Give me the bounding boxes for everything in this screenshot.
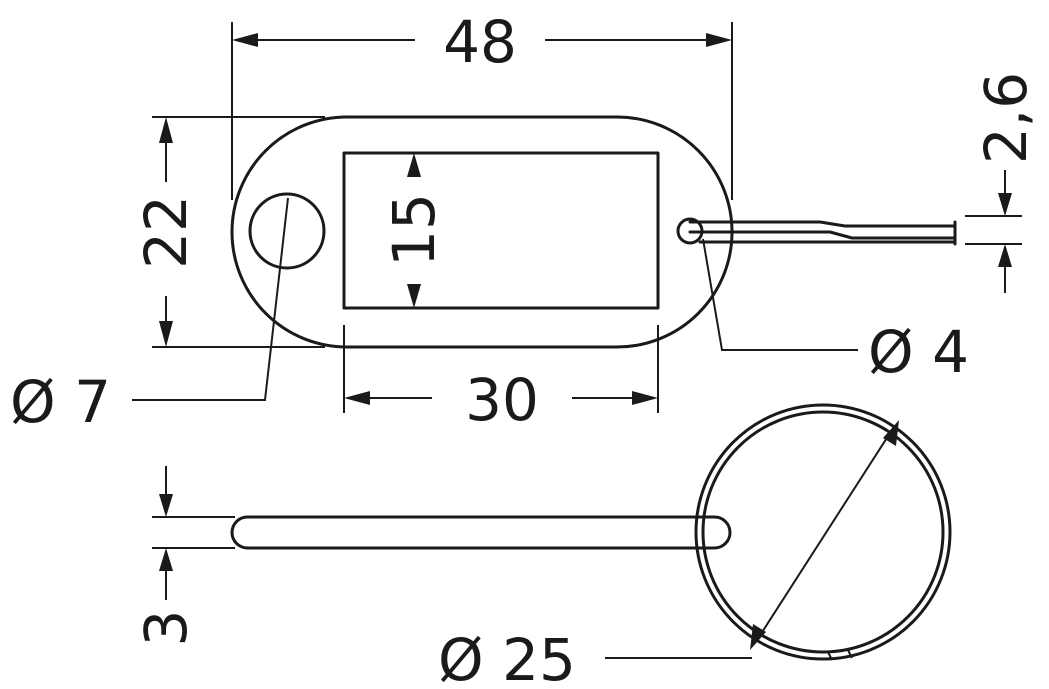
key-tag [230, 115, 734, 349]
wire-clip [688, 220, 957, 246]
dimension-label-3: 3 [132, 610, 200, 647]
dimension-small-hole: Ø 4 [702, 238, 969, 386]
dimension-window-width: 30 [343, 325, 659, 434]
dimension-label-22: 22 [132, 195, 200, 269]
dimension-height: 22 [132, 116, 325, 348]
wire-rod [230, 515, 732, 550]
large-hole [248, 192, 326, 270]
dimension-label-48: 48 [443, 8, 517, 76]
key-ring [230, 403, 952, 661]
dimension-thickness: 2,6 [965, 72, 1040, 293]
dimension-wire-thickness: 3 [132, 466, 235, 646]
dimension-label-d7: Ø 7 [10, 368, 111, 436]
ring-outer [694, 403, 952, 661]
dimension-window-height: 15 [380, 153, 448, 308]
label-window [342, 151, 660, 310]
dimension-ring-diameter: Ø 25 [438, 420, 899, 689]
dimension-overall-length: 48 [231, 8, 733, 200]
dimension-large-hole: Ø 7 [10, 197, 289, 436]
dimension-label-15: 15 [380, 193, 448, 267]
dimension-label-d25: Ø 25 [438, 626, 576, 689]
dimension-label-30: 30 [465, 366, 539, 434]
dimension-label-2-6: 2,6 [972, 72, 1040, 164]
dimension-label-d4: Ø 4 [868, 318, 969, 386]
ring-inner [701, 410, 945, 654]
